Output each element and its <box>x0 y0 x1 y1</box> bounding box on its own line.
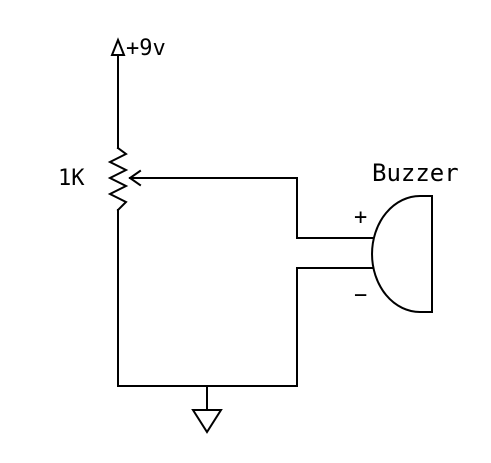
potentiometer-zigzag-icon <box>107 146 129 212</box>
ground-triangle-icon <box>191 409 223 434</box>
buzzer-label: Buzzer <box>372 159 459 187</box>
pot-label: 1K <box>58 166 85 191</box>
return-wire <box>117 209 373 387</box>
negative-label: − <box>354 283 367 308</box>
supply-label: +9v <box>126 36 166 61</box>
wiper-wire <box>129 177 373 239</box>
supply-arrow-icon <box>110 37 126 56</box>
buzzer-icon <box>371 195 433 313</box>
positive-label: + <box>354 205 367 230</box>
